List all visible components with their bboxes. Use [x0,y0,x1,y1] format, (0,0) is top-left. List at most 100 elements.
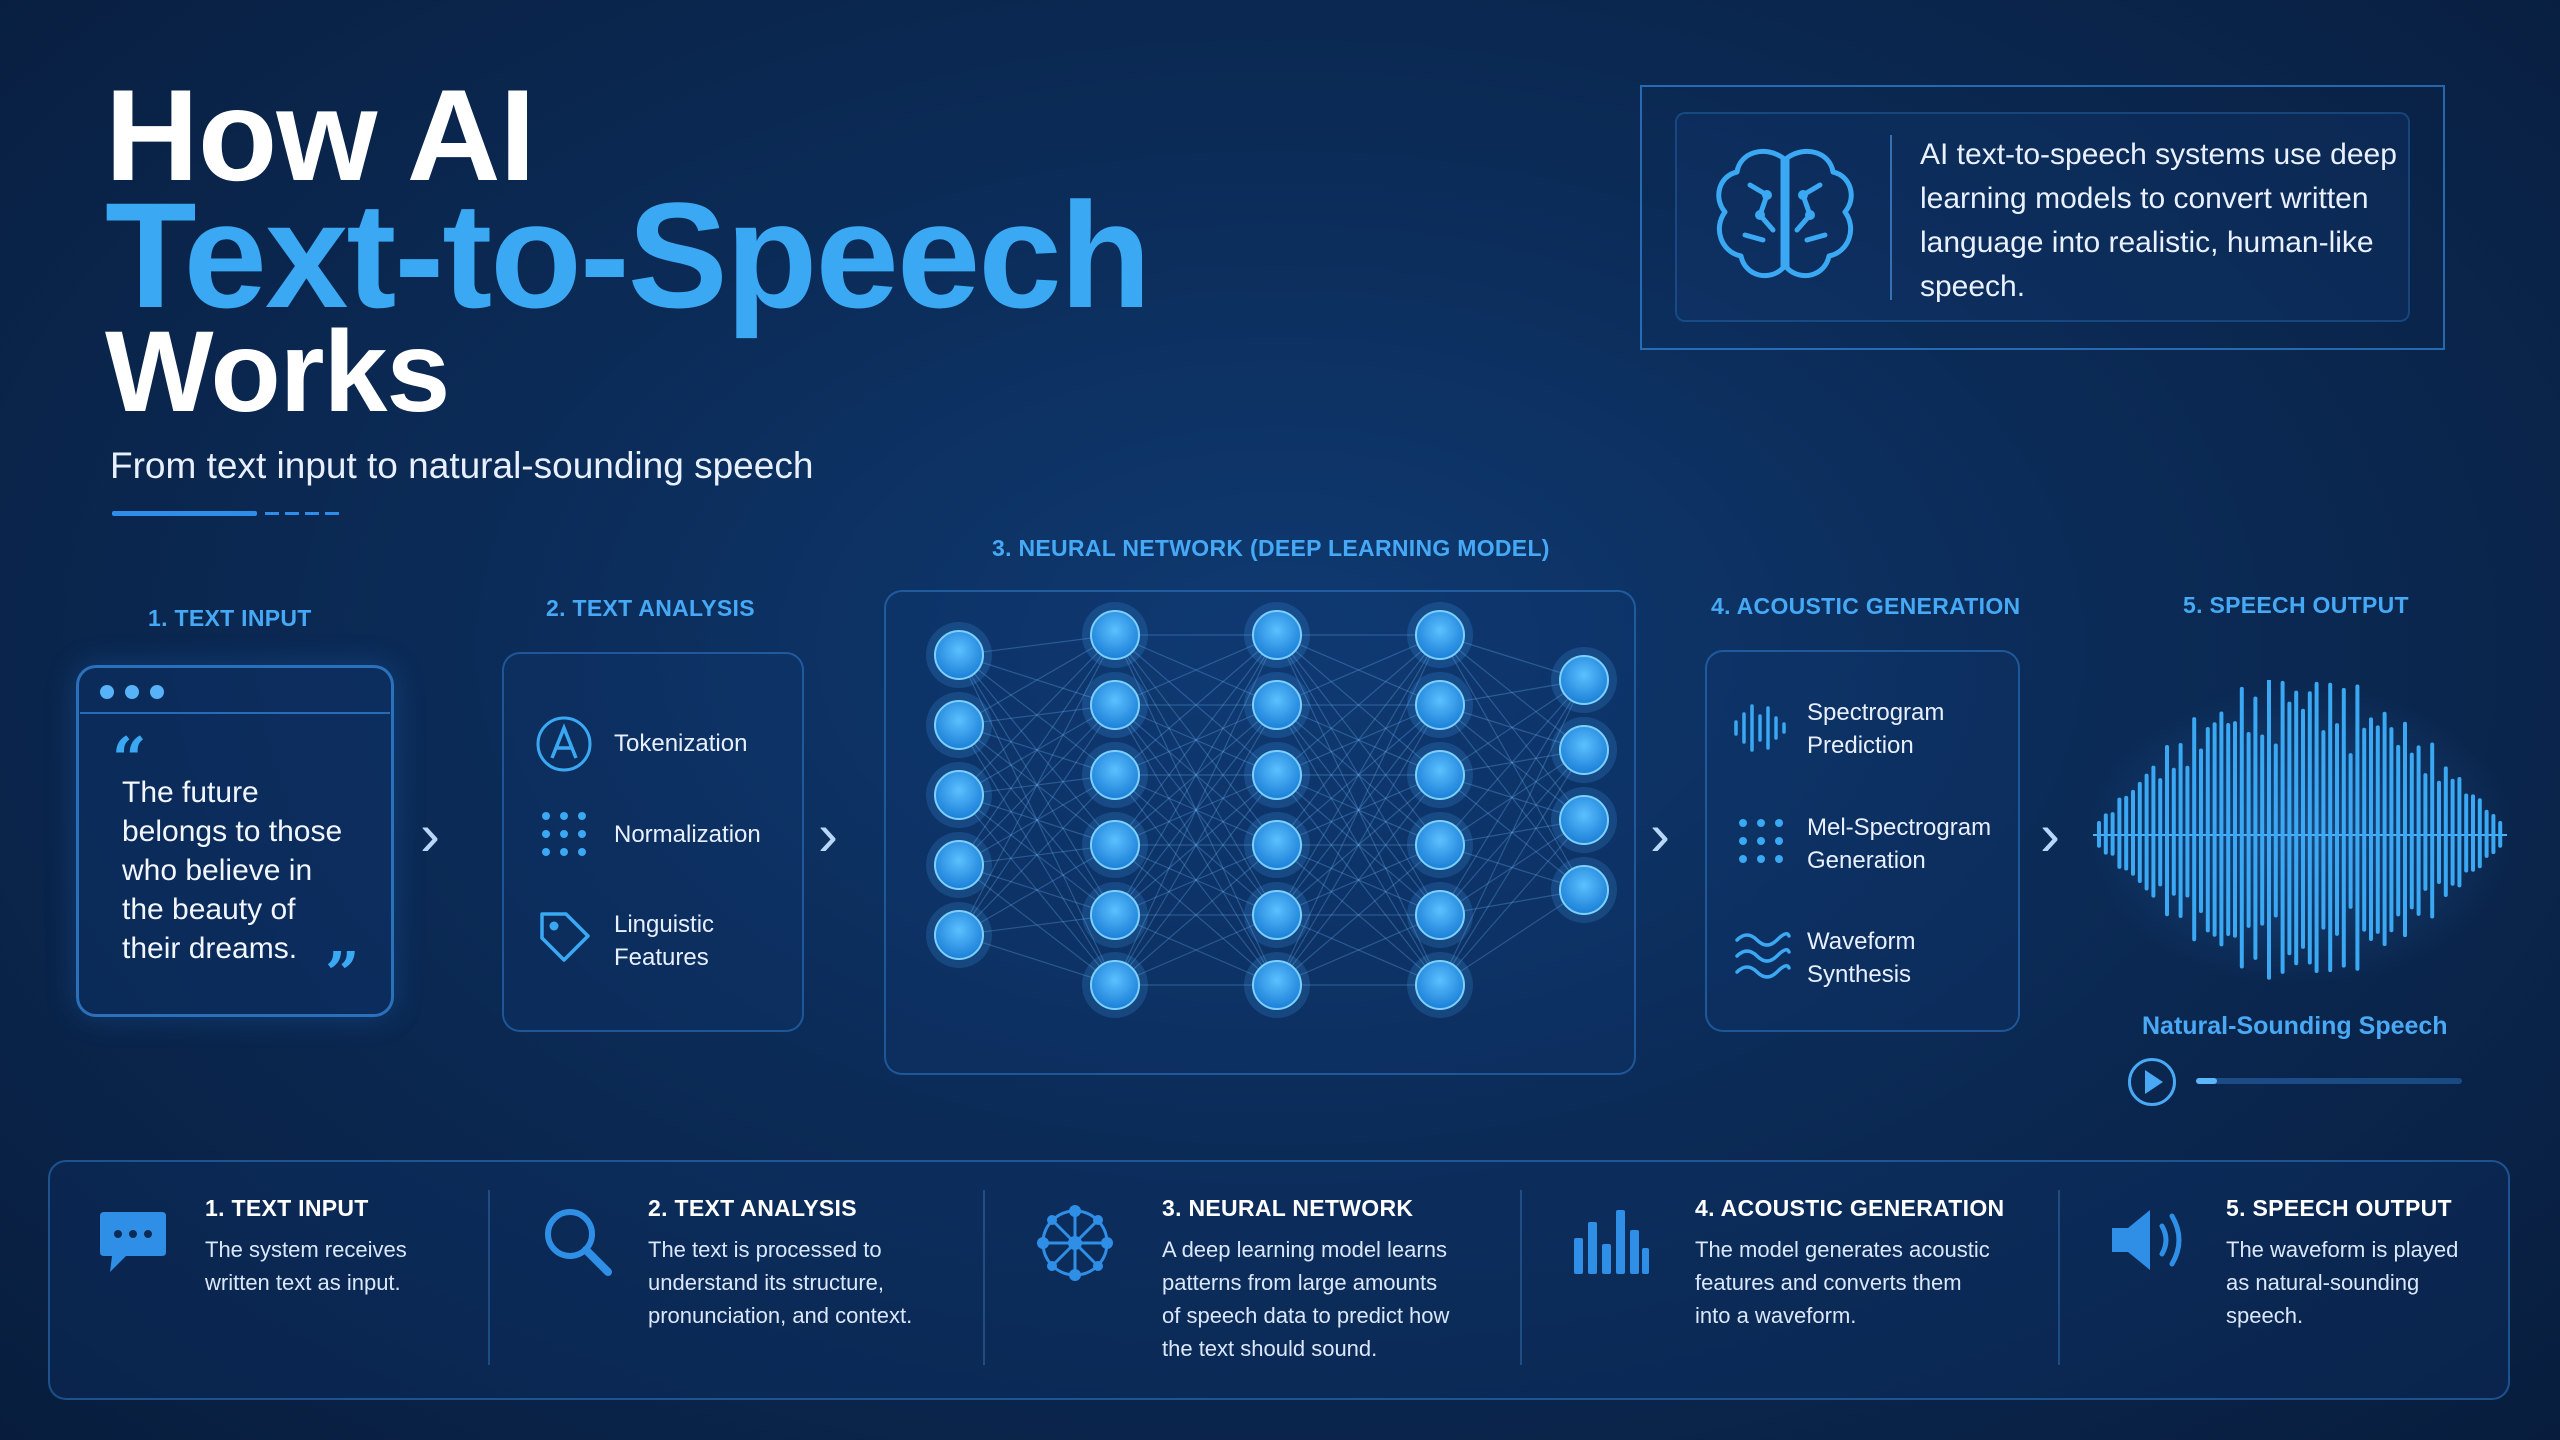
nn-connection [1276,704,1441,986]
nn-node [1559,725,1609,775]
nn-node [934,770,984,820]
quote-open-icon: “ [112,725,147,795]
nn-connection [1114,704,1278,986]
nn-connection [1114,774,1278,986]
stage-label-speech-output: 5. SPEECH OUTPUT [2183,592,2409,618]
text-input-card [76,665,394,1017]
nn-connection [1114,634,1278,986]
nn-connection [958,914,1116,936]
nn-connection [958,724,1116,776]
intro-divider [1890,135,1892,300]
nn-connection [1276,774,1441,986]
nn-connection [958,704,1116,796]
nn-node [1415,820,1465,870]
nn-node [934,700,984,750]
nn-connection [1114,774,1278,846]
nn-connection [1439,679,1585,986]
nn-connection [958,794,1116,986]
nn-connection [1276,634,1441,776]
tag-icon [540,912,590,962]
nn-node [1090,820,1140,870]
title-line-3: Works [105,308,450,436]
summary-separator [1520,1190,1522,1365]
quote-line: The future [122,776,259,809]
waveform-bars-icon [1734,704,1786,752]
nn-node [1252,750,1302,800]
nn-connection [1439,634,1585,751]
nn-node [934,910,984,960]
window-dot [150,685,164,699]
magnifier-icon [545,1209,612,1276]
subtitle-dash [325,512,339,515]
nn-connection [1276,844,1441,986]
nn-connection [1439,819,1585,916]
nn-connection [1276,844,1441,986]
flow-arrow-icon: › [818,801,838,868]
analysis-item-tokenization: Tokenization [614,730,748,757]
nn-connection [958,654,1116,776]
nn-connection [1114,704,1278,916]
flow-arrow-icon: › [2040,801,2060,868]
network-icon [1037,1205,1113,1281]
nn-connection [1114,704,1278,846]
play-button[interactable] [2128,1058,2176,1106]
nn-connection [958,774,1116,796]
nn-connection [1114,774,1278,916]
nn-connection [1114,914,1278,986]
nn-connection [1114,704,1278,916]
nn-connection [1276,844,1441,916]
summary-title-text-input: 1. TEXT INPUT [205,1195,369,1221]
nn-node [1559,795,1609,845]
nn-connection [958,654,1116,846]
nn-connection [1276,774,1441,846]
nn-connection [958,844,1116,936]
nn-connection [1276,704,1441,846]
nn-connection [1114,704,1278,776]
letter-a-icon [536,716,592,772]
nn-node [1415,680,1465,730]
nn-connection [1276,704,1441,986]
nn-connection [1114,634,1278,846]
nn-connection [1276,774,1441,916]
stage-label-text-input: 1. TEXT INPUT [148,605,312,631]
nn-connection [1439,679,1585,916]
summary-separator [983,1190,985,1365]
nn-connection [1114,634,1278,916]
quote-line: belongs to those [122,815,343,848]
nn-connection [958,844,1116,866]
nn-connection [958,864,1116,986]
acoustic-item-waveform: Waveform [1807,928,1916,955]
nn-connection [1276,634,1441,776]
nn-connection [1276,914,1441,986]
acoustic-item-synthesis: Synthesis [1807,961,1912,988]
nn-connection [1114,634,1278,986]
nn-connection [958,654,1116,706]
nn-connection [1114,704,1278,986]
nn-connection [958,654,1116,986]
nn-connection [1276,774,1441,846]
summary-separator [488,1190,490,1365]
summary-separator [2058,1190,2060,1365]
nn-connection [1439,819,1585,986]
nn-connection [1439,634,1585,821]
nn-node [1415,960,1465,1010]
nn-connection [958,704,1116,936]
nn-connection [1114,844,1278,986]
nn-connection [958,634,1116,726]
nn-connection [1276,914,1441,986]
nn-connection [958,864,1116,916]
nn-connection [1276,634,1441,986]
nn-connection [958,704,1116,866]
quote-close-icon: ” [325,940,360,1010]
audio-progress-track[interactable] [2196,1078,2462,1084]
nn-connection [958,634,1116,866]
nn-connection [1439,679,1585,846]
subtitle-dash [265,512,279,515]
nn-node [1090,680,1140,730]
nn-node [1090,890,1140,940]
nn-node [1252,610,1302,660]
window-dot [125,685,139,699]
